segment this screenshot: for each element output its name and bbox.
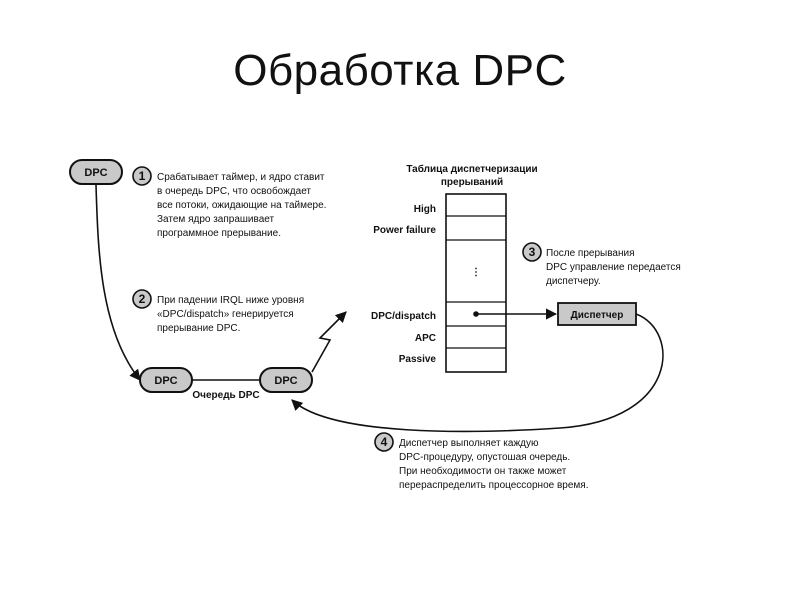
- step-3-text: После прерывания DPC управление передает…: [546, 248, 684, 287]
- step-4: 4 Диспетчер выполняет каждую DPC-процеду…: [374, 432, 588, 491]
- queue-item-1: DPC: [139, 367, 193, 393]
- queue-label: Очередь DPC: [192, 390, 259, 401]
- queue-item-2: DPC: [259, 367, 313, 393]
- level-passive: Passive: [399, 354, 437, 365]
- dispatcher-label: Диспетчер: [571, 310, 624, 321]
- enqueue-arrow: [95, 184, 141, 381]
- step-2-text: При падении IRQL ниже уровня «DPC/dispat…: [157, 295, 307, 334]
- step-4-text: Диспетчер выполняет каждую DPC-процедуру…: [399, 438, 588, 491]
- table-title-line2: прерываний: [441, 177, 503, 188]
- level-dpc-dispatch: DPC/dispatch: [371, 311, 436, 322]
- table-title-line1: Таблица диспетчеризации: [406, 163, 537, 175]
- step-3-number: 3: [529, 245, 536, 259]
- dispatcher-node: Диспетчер: [557, 302, 637, 326]
- level-ellipsis: ⋮: [471, 267, 481, 278]
- queue-item-2-label: DPC: [274, 375, 297, 387]
- step-3: 3 После прерывания DPC управление переда…: [522, 242, 684, 287]
- level-apc: APC: [415, 333, 436, 344]
- return-arrow: [291, 313, 664, 433]
- step-4-number: 4: [381, 435, 388, 449]
- dpc-object-label: DPC: [84, 167, 107, 179]
- interrupt-dispatch-table: Таблица диспетчеризации прерываний High …: [371, 163, 538, 373]
- level-high: High: [414, 204, 436, 215]
- queue-item-1-label: DPC: [154, 375, 177, 387]
- step-2-number: 2: [139, 292, 146, 306]
- step-1-number: 1: [139, 169, 146, 183]
- level-power-failure: Power failure: [373, 225, 436, 236]
- slide-title: Обработка DPC: [233, 46, 567, 95]
- dpc-object-node: DPC: [69, 159, 123, 185]
- step-1-text: Срабатывает таймер, и ядро ставит в очер…: [157, 171, 329, 239]
- step-2: 2 При падении IRQL ниже уровня «DPC/disp…: [132, 289, 307, 334]
- interrupt-bolt: [311, 311, 347, 373]
- step-1: 1 Срабатывает таймер, и ядро ставит в оч…: [132, 166, 329, 239]
